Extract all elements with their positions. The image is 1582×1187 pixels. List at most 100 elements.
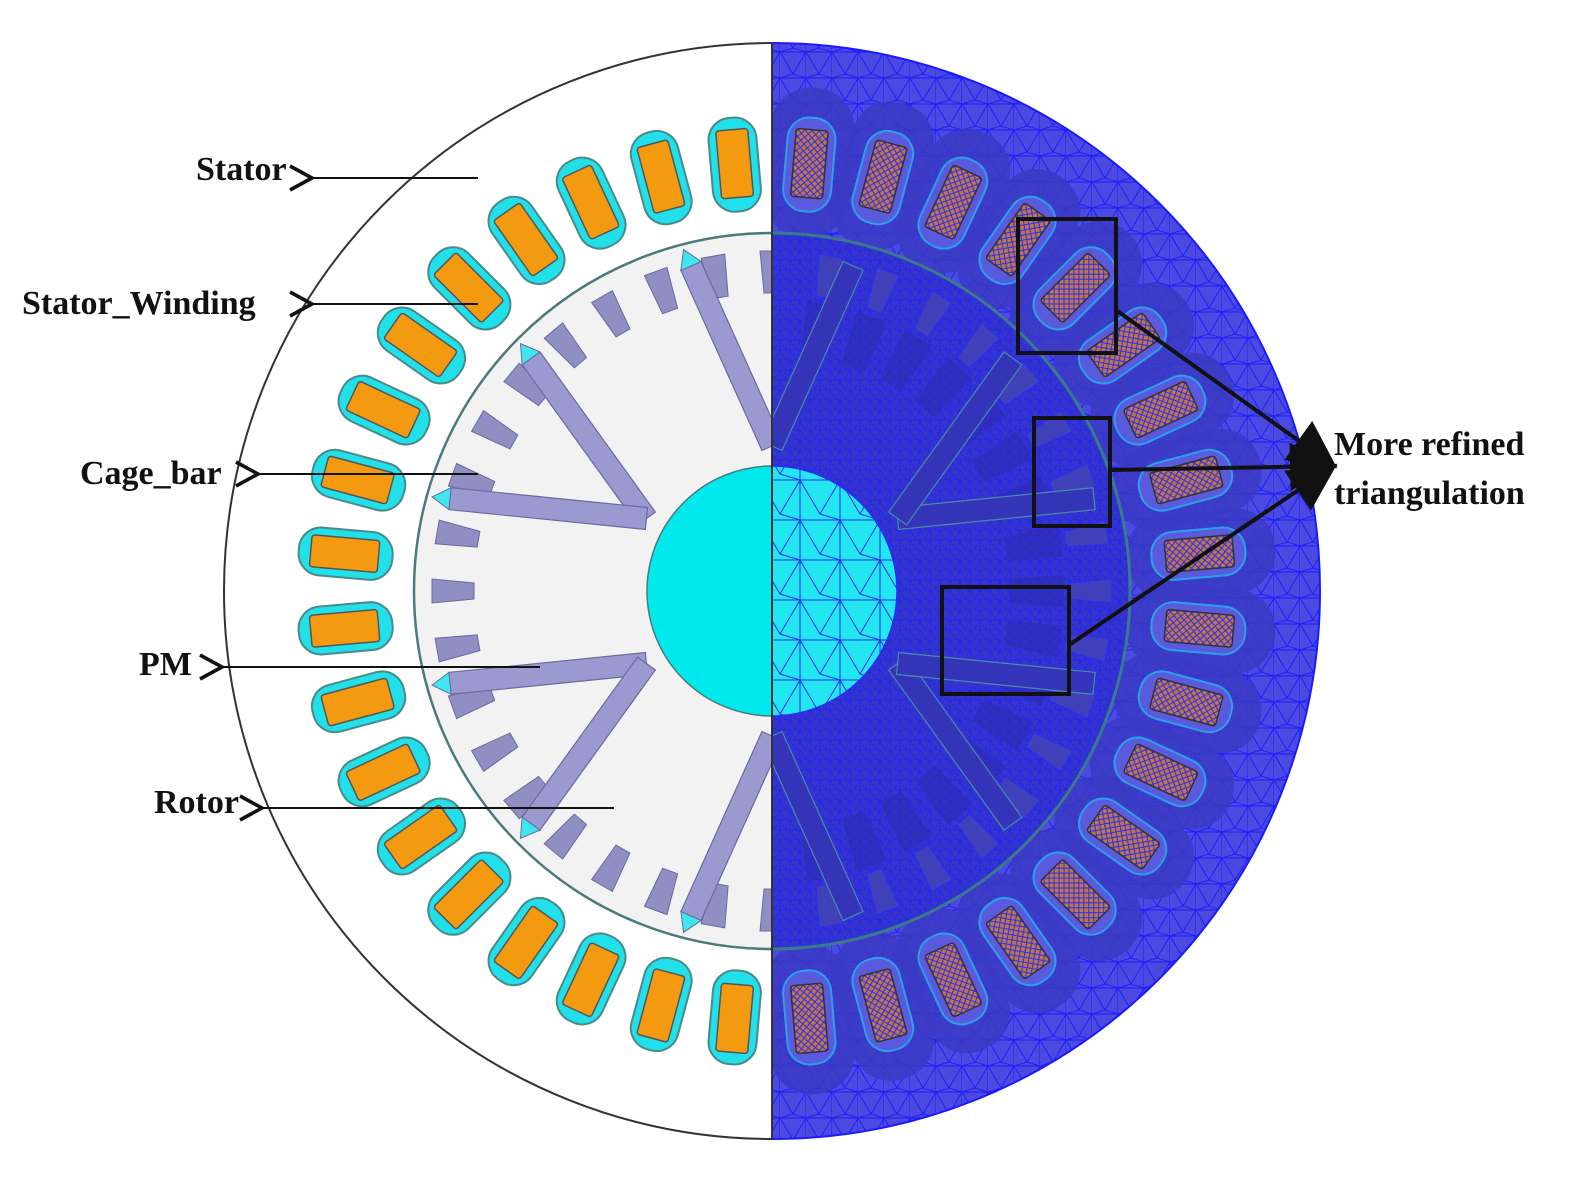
cage-bar — [915, 322, 1001, 417]
label-refined-line2: triangulation — [1334, 475, 1525, 512]
arrow-box-1 — [1114, 308, 1338, 469]
label-pm: PM — [139, 646, 192, 683]
winding-copper — [924, 164, 982, 240]
cage-bar — [543, 813, 588, 860]
magnet-body — [887, 351, 1023, 526]
winding-copper — [1040, 252, 1111, 323]
winding-copper — [985, 905, 1051, 980]
winding-copper — [636, 139, 686, 214]
cage-bar-shape — [590, 289, 631, 338]
bar-mesh-halo — [915, 357, 972, 417]
stator-slot — [851, 956, 915, 1053]
bar-mesh-halo — [972, 431, 1033, 483]
cage-bar — [759, 250, 772, 294]
magnet-bar — [431, 486, 649, 531]
winding-copper — [383, 312, 458, 378]
cage-bar-shape — [913, 844, 954, 893]
winding-copper — [320, 455, 395, 505]
refined-box-3 — [940, 585, 1071, 696]
cage-bar — [880, 791, 954, 893]
stator-slot — [629, 956, 693, 1053]
cad-half — [223, 42, 772, 1140]
rotor-core — [412, 231, 772, 951]
stator-slot — [376, 306, 467, 385]
cage-bar — [1010, 575, 1113, 607]
cage-bars — [431, 250, 772, 932]
winding-copper — [1163, 608, 1236, 648]
magnet-tip — [680, 910, 703, 934]
arrow-box-3 — [1067, 463, 1338, 647]
winding-copper — [1040, 859, 1111, 930]
winding-copper — [1123, 381, 1199, 439]
cage-bar — [972, 699, 1074, 773]
winding-copper — [308, 534, 381, 574]
cage-bar-shape — [431, 578, 475, 604]
winding-copper — [493, 202, 559, 277]
dense-mesh-regions — [772, 87, 1276, 1095]
magnet-bar — [772, 260, 864, 452]
cage-bar — [842, 810, 901, 916]
magnet-bar — [887, 351, 1023, 526]
label-cage-bar: Cage_bar — [80, 455, 222, 492]
cage-bar — [590, 289, 631, 338]
magnet-bar — [895, 651, 1096, 695]
winding-copper — [320, 677, 395, 727]
cage-bar — [434, 519, 481, 548]
bar-mesh-halo — [842, 311, 887, 372]
bar-mesh-halo — [880, 791, 932, 852]
cage-bar — [842, 266, 901, 372]
stator-slot — [978, 896, 1057, 987]
cage-bar-shape — [470, 732, 519, 773]
cage-bar — [470, 409, 519, 450]
cage-bar-shape — [1025, 732, 1074, 773]
stator-slot — [310, 670, 407, 734]
cage-bar-shape — [470, 409, 519, 450]
cage-bar — [880, 289, 954, 391]
winding-copper — [924, 942, 982, 1018]
stator-slot — [1032, 246, 1117, 331]
stator-slot — [427, 246, 512, 331]
winding-copper — [383, 804, 458, 870]
winding-copper — [858, 139, 908, 214]
annotation-arrows — [199, 164, 614, 822]
refinement-boxes — [940, 217, 1338, 696]
cage-bar-shape — [865, 266, 901, 315]
cage-bar-shape — [434, 634, 481, 663]
stator-slot — [1077, 797, 1168, 876]
shaft-mesh — [772, 465, 898, 717]
stator-slot — [851, 129, 915, 226]
bar-mesh-halo — [972, 699, 1033, 751]
cage-bar-shape — [434, 519, 481, 548]
stator-slot — [917, 932, 989, 1026]
magnet-body — [895, 651, 1096, 695]
magnet-body — [772, 730, 864, 922]
magnet-body — [772, 260, 864, 452]
cage-bar — [470, 732, 519, 773]
stator-slot — [487, 896, 566, 987]
cage-bar-shape — [590, 844, 631, 893]
bar-mesh-halo — [842, 810, 887, 871]
label-stator: Stator — [196, 151, 287, 188]
magnet-tip — [519, 816, 541, 840]
stator-slot — [427, 851, 512, 936]
stator-slot — [1113, 374, 1207, 446]
stator-slot — [1032, 851, 1117, 936]
cage-bar — [643, 266, 679, 315]
magnet-bar — [680, 730, 772, 934]
stator-slot — [917, 156, 989, 250]
stator-slot — [297, 601, 394, 656]
bar-mesh-halo — [1004, 620, 1063, 658]
cage-bar-shape — [1069, 578, 1113, 604]
stator-slot — [1137, 670, 1234, 734]
refined-box-2 — [1032, 416, 1112, 528]
cage-bar-shape — [913, 289, 954, 338]
cage-bar — [434, 634, 481, 663]
winding-copper — [308, 608, 381, 648]
magnet-tip — [431, 486, 452, 511]
stator-slot — [782, 969, 837, 1066]
magnet-bar — [680, 248, 772, 452]
winding-copper — [345, 743, 421, 801]
winding-copper — [433, 252, 504, 323]
cage-bar — [590, 844, 631, 893]
stator-slot — [310, 448, 407, 512]
